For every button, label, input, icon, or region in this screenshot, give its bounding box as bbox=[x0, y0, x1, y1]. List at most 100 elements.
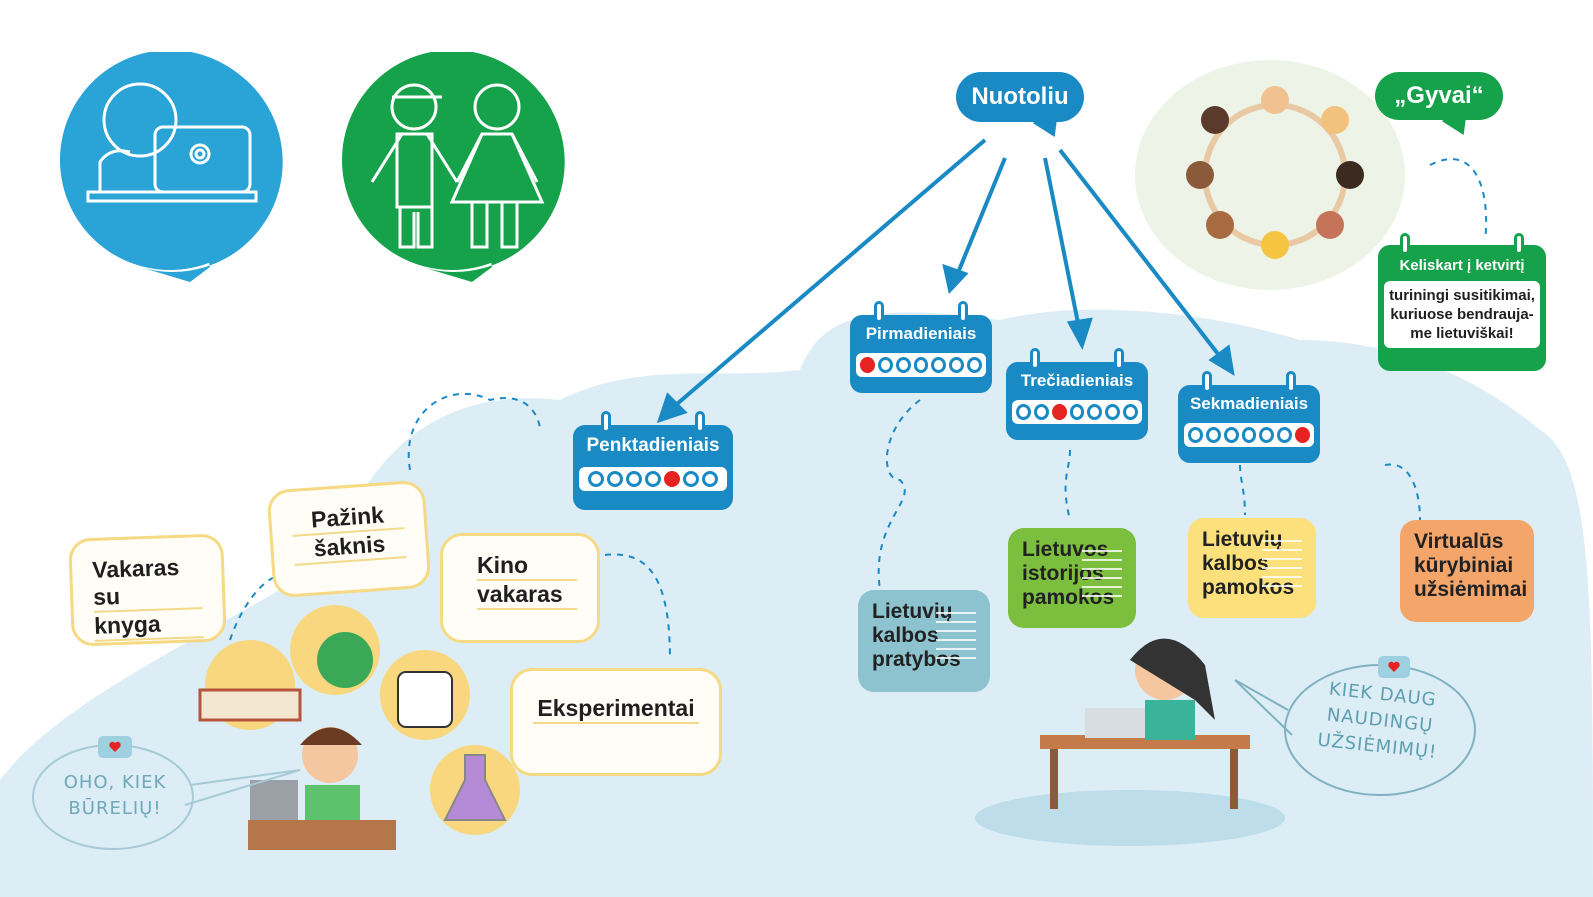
lesson-line: Lietuvių bbox=[1202, 528, 1283, 551]
body-line: turiningi susitikimai, bbox=[1389, 287, 1535, 304]
live-calendar-title: Keliskart į ketvirtį bbox=[1399, 257, 1525, 274]
day-dot bbox=[1105, 404, 1121, 420]
club-line: Eksperimentai bbox=[533, 695, 699, 724]
girl-at-laptop-illustration bbox=[1040, 638, 1250, 809]
body-line: kuriuose bendrauja- bbox=[1390, 306, 1534, 323]
day-dot bbox=[1277, 427, 1293, 443]
live-bubble: „Gyvai“ bbox=[1375, 72, 1503, 141]
day-dot bbox=[1223, 427, 1239, 443]
calendar-day: Penktadieniais bbox=[586, 435, 720, 456]
calendar-ring bbox=[1114, 348, 1124, 370]
club-bubble-eksperimentai: Eksperimentai bbox=[510, 668, 722, 776]
day-dot bbox=[1033, 404, 1049, 420]
calendar-ring bbox=[874, 301, 884, 323]
comment-kiek-daug-naudingu: KIEK DAUG NAUDINGŲ UŽSIĖMIMŲ! bbox=[1296, 674, 1463, 768]
dashed-connectors bbox=[229, 158, 1488, 661]
arrow-penktadieniais bbox=[668, 138, 987, 412]
day-dot bbox=[607, 471, 623, 487]
comment-oho-kiek-bureliu: OHO, KIEK BŪRELIŲ! bbox=[40, 770, 190, 822]
day-dot bbox=[683, 471, 699, 487]
boy-at-laptop-illustration bbox=[248, 727, 396, 850]
arrows bbox=[656, 138, 1235, 424]
child-at-laptop-icon bbox=[60, 52, 283, 282]
heart-icon bbox=[109, 741, 121, 752]
day-dot bbox=[931, 357, 947, 373]
lesson-line: užsiėmimai bbox=[1414, 578, 1528, 601]
calendar-day: Pirmadieniais bbox=[865, 324, 977, 343]
calendar-treciadieniais: Trečiadieniais bbox=[1006, 348, 1148, 440]
decorative-lines bbox=[936, 612, 976, 666]
day-dot bbox=[626, 471, 642, 487]
weekday-dots bbox=[1184, 423, 1314, 447]
lesson-line: pamokos bbox=[1202, 576, 1295, 599]
day-dot bbox=[949, 357, 965, 373]
day-dot bbox=[967, 357, 983, 373]
lesson-line: kalbos bbox=[1202, 552, 1269, 575]
day-dot bbox=[1123, 404, 1139, 420]
lesson-line: pratybos bbox=[872, 648, 961, 671]
calendar-day: Trečiadieniais bbox=[1020, 371, 1134, 390]
club-line: vakaras bbox=[477, 581, 577, 610]
calendar-pirmadieniais: Pirmadieniais bbox=[850, 301, 992, 393]
lesson-line: Lietuvos bbox=[1022, 538, 1109, 561]
lesson-line: kūrybiniai bbox=[1414, 554, 1514, 577]
lesson-line: Virtualūs bbox=[1414, 530, 1504, 553]
calendar-sekmadieniais: Sekmadieniais bbox=[1178, 371, 1320, 463]
lesson-line: istorijos bbox=[1022, 562, 1104, 585]
active-day-dot bbox=[664, 471, 680, 487]
weekday-dots bbox=[1012, 400, 1142, 424]
remote-hub-bubble: Nuotoliu bbox=[956, 72, 1084, 143]
weekday-dots bbox=[856, 353, 986, 377]
day-dot bbox=[895, 357, 911, 373]
day-dot bbox=[1016, 404, 1031, 420]
arrow-treciadieniais bbox=[1043, 157, 1082, 334]
day-dot bbox=[588, 471, 604, 487]
live-calendar-body: turiningi susitikimai, kuriuose bendrauj… bbox=[1384, 281, 1540, 348]
day-dot bbox=[1259, 427, 1275, 443]
day-dot bbox=[1087, 404, 1103, 420]
live-calendar: Keliskart į ketvirtį turiningi susitikim… bbox=[1378, 233, 1546, 371]
calendar-ring bbox=[601, 411, 611, 433]
calendar-ring bbox=[1286, 371, 1296, 393]
lesson-line: Lietuvių bbox=[872, 600, 953, 623]
day-dot bbox=[1069, 404, 1085, 420]
decorative-lines bbox=[1262, 540, 1302, 594]
active-day-dot bbox=[860, 357, 875, 373]
calendar-day: Sekmadieniais bbox=[1189, 394, 1309, 413]
remote-hub-label: Nuotoliu bbox=[971, 83, 1069, 110]
club-line: Kino bbox=[477, 552, 577, 581]
lesson-card: Lietuvių kalbos pamokos bbox=[1188, 518, 1316, 618]
lesson-line: kalbos bbox=[872, 624, 939, 647]
body-line: me lietuviškai! bbox=[1410, 325, 1514, 342]
decorative-lines bbox=[1082, 550, 1122, 604]
weekday-dots bbox=[579, 467, 727, 491]
lesson-card: Lietuvos istorijos pamokos bbox=[1008, 528, 1136, 628]
arrow-pirmadieniais bbox=[953, 157, 1007, 281]
day-dot bbox=[877, 357, 893, 373]
arrow-sekmadieniais bbox=[1058, 148, 1227, 365]
children-circle-illustration bbox=[1186, 86, 1364, 259]
comment-line: OHO, KIEK bbox=[63, 772, 167, 793]
heart-icon bbox=[1388, 661, 1400, 672]
day-dot bbox=[1188, 427, 1203, 443]
day-dot bbox=[913, 357, 929, 373]
day-dot bbox=[645, 471, 661, 487]
day-dot bbox=[702, 471, 718, 487]
calendar-ring bbox=[1202, 371, 1212, 393]
two-children-icon bbox=[342, 52, 565, 282]
lesson-line: pamokos bbox=[1022, 586, 1115, 609]
club-bubble-kino-vakaras: Kino vakaras bbox=[440, 533, 600, 643]
day-dot bbox=[1205, 427, 1221, 443]
lesson-card: Virtualūs kūrybiniai užsiėmimai bbox=[1400, 520, 1534, 622]
calendar-ring bbox=[695, 411, 705, 433]
active-day-dot bbox=[1051, 404, 1067, 420]
live-label: „Gyvai“ bbox=[1394, 82, 1484, 109]
lesson-card: Lietuvių kalbos pratybos bbox=[858, 590, 990, 692]
day-dot bbox=[1241, 427, 1257, 443]
calendar-penktadieniais: Penktadieniais bbox=[573, 411, 733, 510]
calendar-ring bbox=[1514, 233, 1524, 255]
active-day-dot bbox=[1295, 427, 1311, 443]
calendar-ring bbox=[1030, 348, 1040, 370]
